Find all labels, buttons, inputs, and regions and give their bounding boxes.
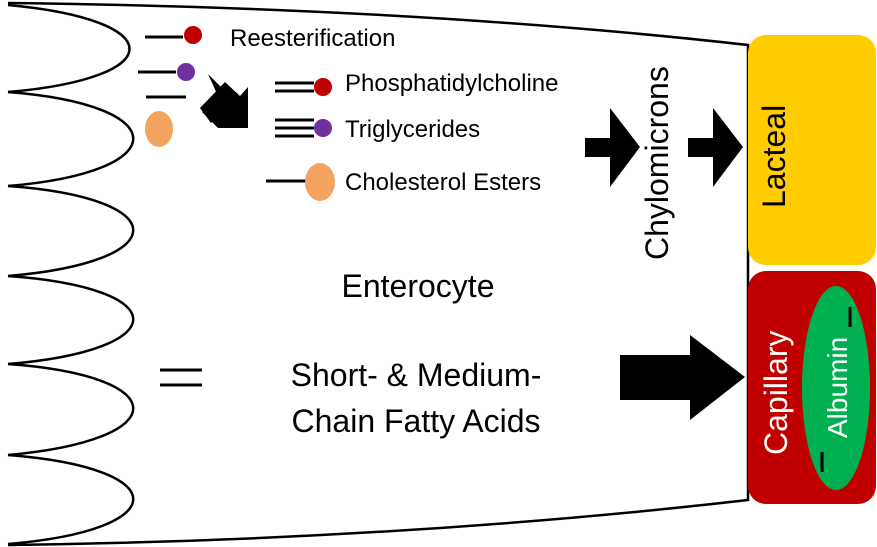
black-block-arrow [620, 335, 745, 420]
enterocyte-cell-outline [7, 1, 750, 547]
black-block-arrow [688, 108, 743, 187]
lacteal-label: Lacteal [756, 105, 792, 208]
red-head [184, 26, 202, 44]
phosphatidylcholine-icon [275, 78, 332, 96]
black-block-arrow [585, 108, 640, 187]
short-medium-chain-label-line1: Short- & Medium- [291, 357, 542, 393]
microvilli [7, 3, 135, 546]
albumin-label: Albumin [822, 337, 853, 438]
chylomicrons-label: Chylomicrons [639, 66, 675, 260]
microvillus [7, 184, 135, 278]
microvillus [7, 362, 135, 457]
triglycerides-label: Triglycerides [345, 116, 480, 143]
purple-head [177, 63, 195, 81]
orange-oval-icon [305, 163, 335, 201]
triglycerides-icon [275, 118, 332, 138]
enterocyte-label: Enterocyte [342, 268, 495, 304]
capillary-label: Capillary [758, 331, 794, 455]
phosphatidylcholine-label: Phosphatidylcholine [345, 70, 558, 97]
red-head [314, 78, 332, 96]
microvillus [7, 274, 135, 366]
cholesterol-esters-icon [266, 163, 335, 201]
short-chain-fatty-acid-icon [160, 368, 202, 387]
lacteal-box [748, 35, 876, 265]
microvillus [7, 3, 131, 94]
orange-oval-icon [145, 111, 173, 147]
reesterification-label: Reesterification [230, 25, 395, 52]
lipid-tail-purple-head-icon [138, 63, 195, 81]
microvillus [7, 90, 135, 188]
black-block-arrow [202, 74, 248, 128]
short-medium-chain-label-line2: Chain Fatty Acids [292, 403, 541, 439]
lipid-tail-red-head-icon [145, 26, 202, 44]
purple-head [314, 119, 332, 137]
albumin-oval [802, 286, 870, 490]
microvillus [7, 453, 135, 546]
cholesterol-esters-label: Cholesterol Esters [345, 169, 541, 196]
